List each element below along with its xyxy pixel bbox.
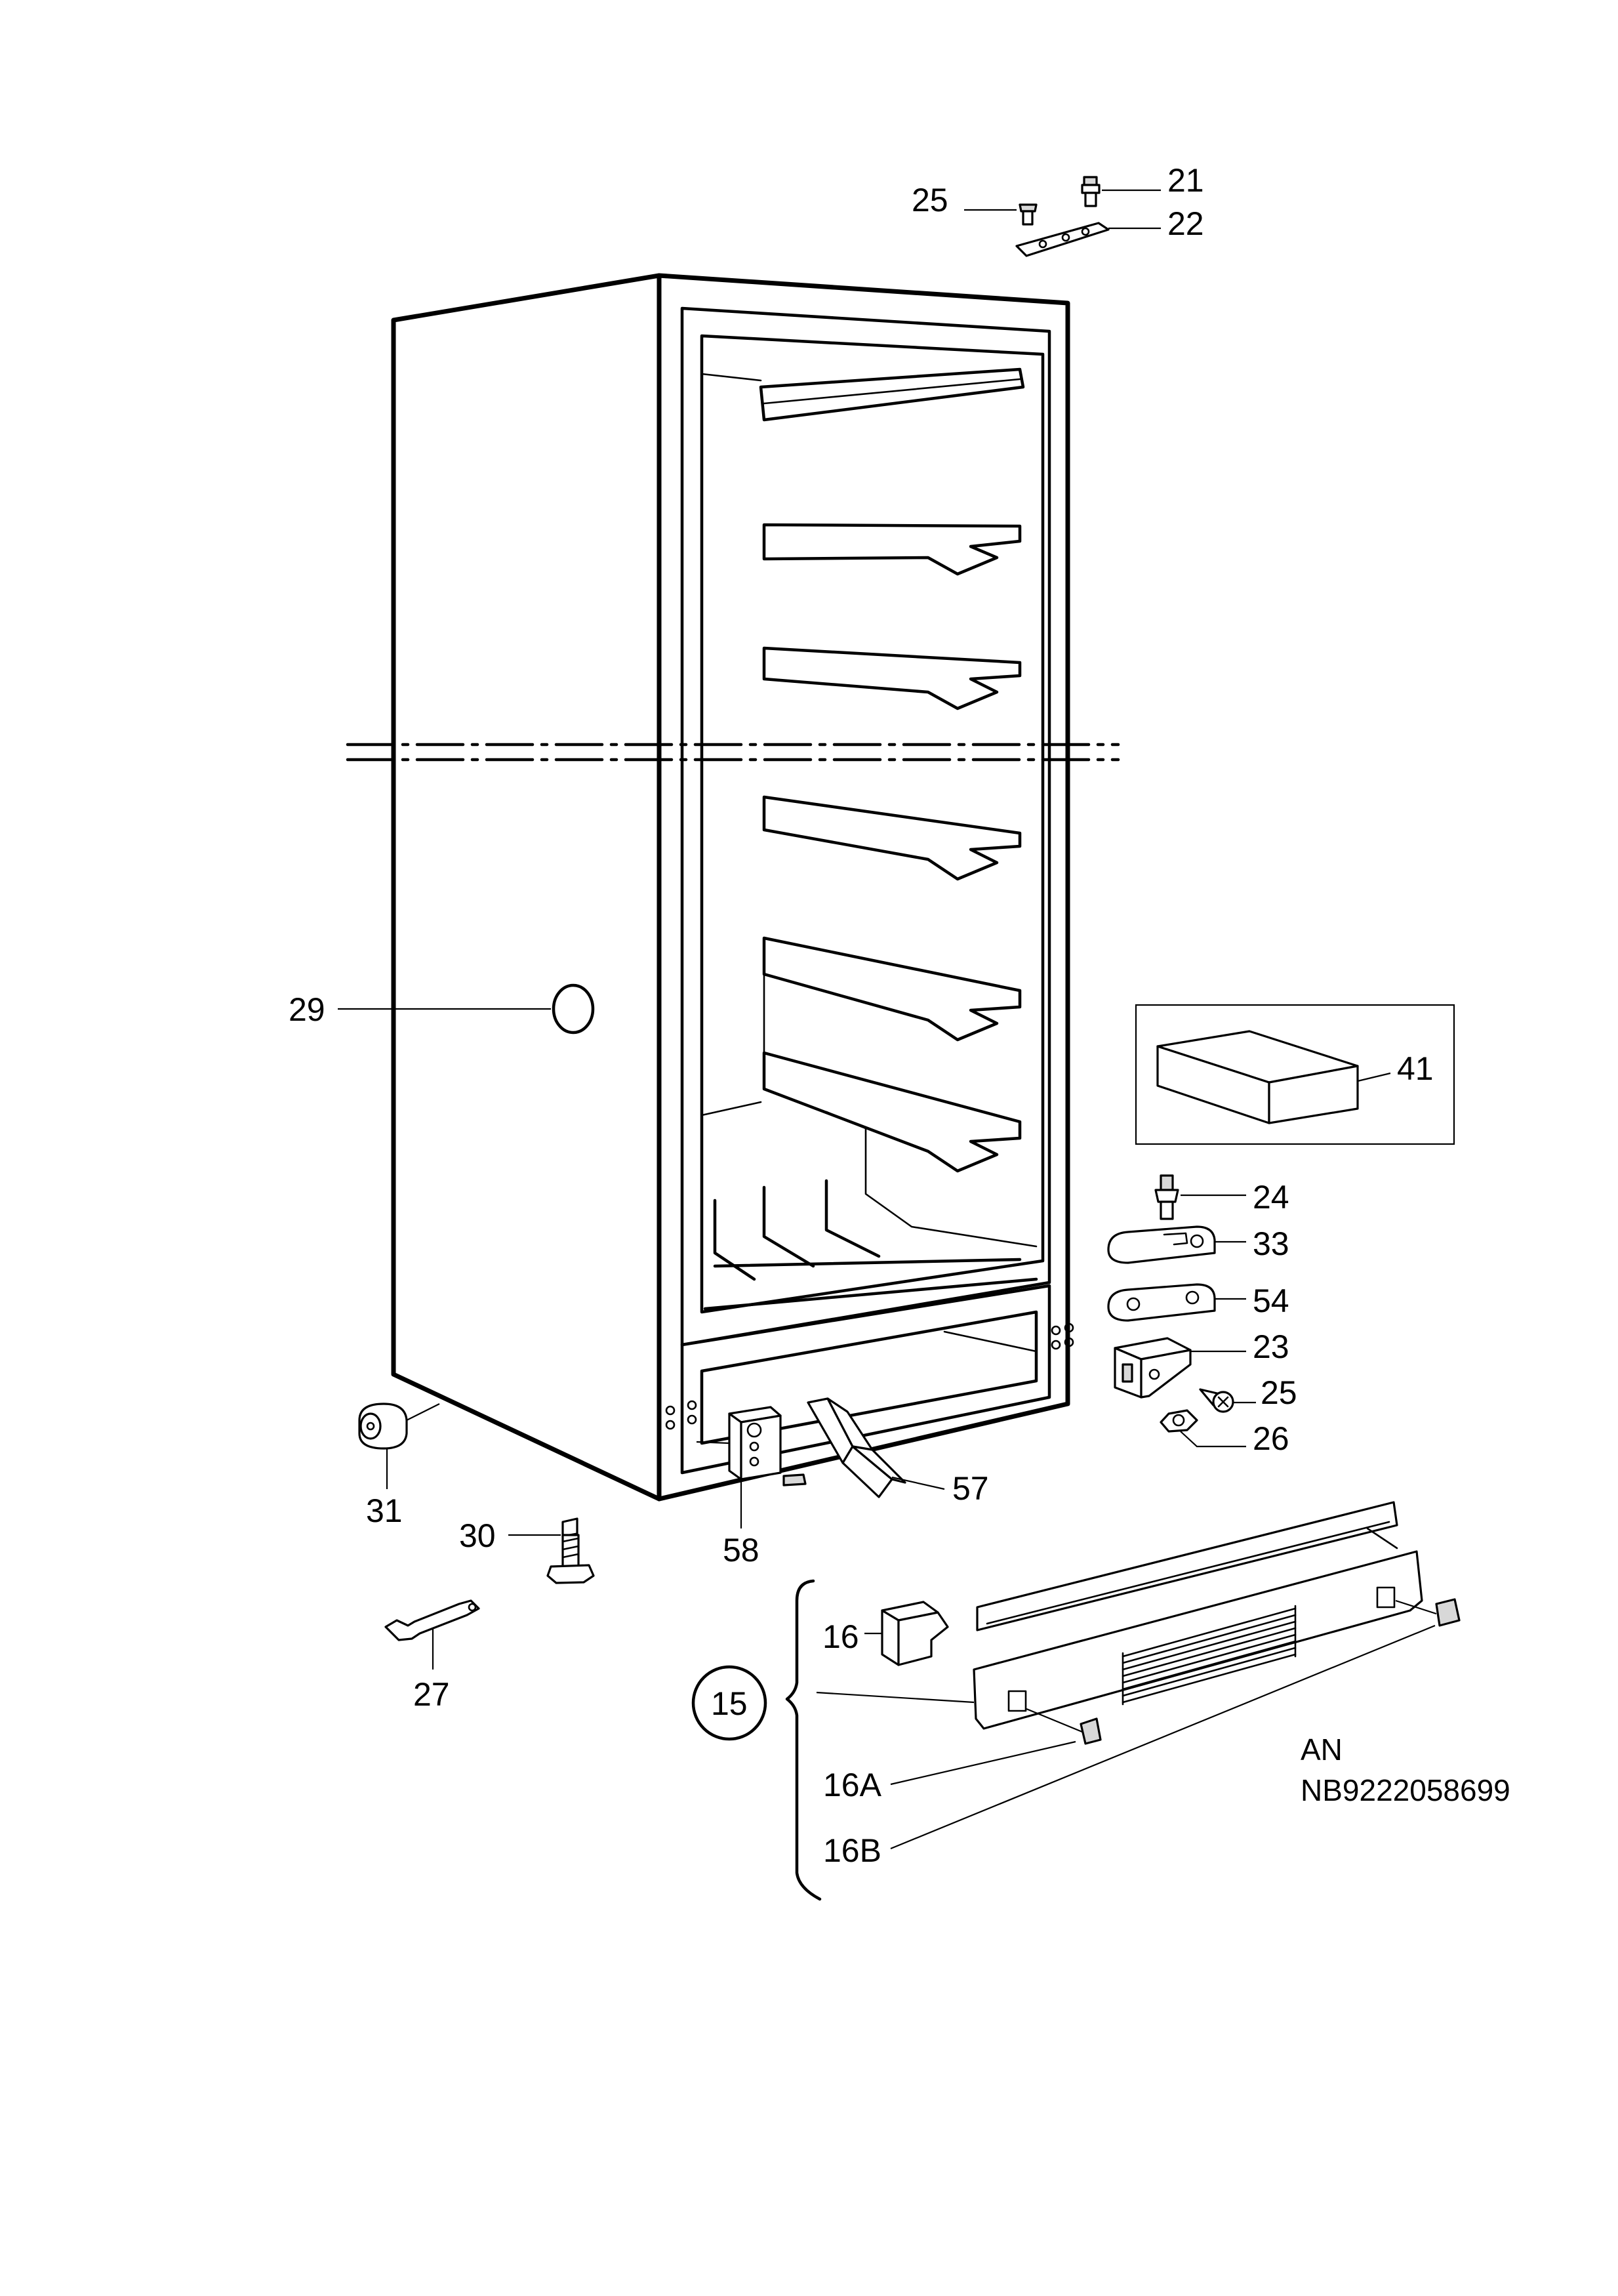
part-25-screw-mid bbox=[1199, 1388, 1234, 1413]
callout-24: 24 bbox=[1253, 1179, 1289, 1216]
doc-code-line1: AN bbox=[1301, 1732, 1343, 1767]
callout-16b: 16B bbox=[823, 1832, 881, 1869]
part-41-block bbox=[1156, 1030, 1359, 1124]
part-23-bracket bbox=[1114, 1337, 1192, 1399]
callout-33: 33 bbox=[1253, 1225, 1289, 1262]
callout-31: 31 bbox=[366, 1492, 403, 1529]
part-16b-cap bbox=[1435, 1598, 1461, 1627]
doc-code-line2: NB9222058699 bbox=[1301, 1773, 1510, 1807]
kick-plate-trim bbox=[976, 1501, 1398, 1631]
callout-16a: 16A bbox=[823, 1767, 882, 1803]
callout-58: 58 bbox=[723, 1532, 759, 1568]
part-24-pin bbox=[1154, 1174, 1179, 1220]
part-16a-cap bbox=[1080, 1717, 1102, 1745]
callout-25-mid: 25 bbox=[1261, 1374, 1297, 1411]
shelf-rails bbox=[700, 367, 1038, 1311]
part-57-foot bbox=[807, 1397, 906, 1498]
callout-57: 57 bbox=[952, 1470, 989, 1507]
part-33-plate bbox=[1107, 1225, 1216, 1264]
part-58-hinge bbox=[728, 1406, 807, 1486]
part-30-foot bbox=[546, 1517, 595, 1584]
part-54-plate bbox=[1107, 1283, 1216, 1322]
callout-22: 22 bbox=[1167, 205, 1204, 242]
callout-16: 16 bbox=[822, 1618, 859, 1655]
cabinet-body bbox=[346, 273, 1120, 1502]
callout-30: 30 bbox=[459, 1517, 496, 1554]
part-29-cap bbox=[552, 983, 595, 1035]
part-27-wrench bbox=[384, 1599, 480, 1641]
callout-29: 29 bbox=[289, 991, 325, 1028]
part-41-frame bbox=[1135, 1004, 1455, 1145]
kick-plate-grille bbox=[973, 1550, 1423, 1730]
callout-15-circle bbox=[691, 1665, 767, 1741]
callout-23: 23 bbox=[1253, 1328, 1289, 1365]
part-31-roller bbox=[358, 1403, 408, 1450]
part-16-clip bbox=[881, 1601, 949, 1666]
callout-21: 21 bbox=[1167, 162, 1204, 199]
callout-27: 27 bbox=[413, 1676, 450, 1713]
callout-41: 41 bbox=[1397, 1050, 1434, 1087]
brace-15 bbox=[785, 1579, 822, 1901]
callout-15: 15 bbox=[711, 1685, 748, 1722]
part-26-nut bbox=[1160, 1409, 1198, 1433]
callout-54: 54 bbox=[1253, 1282, 1289, 1319]
callout-25-top: 25 bbox=[912, 182, 948, 218]
top-hinge-parts bbox=[1015, 176, 1110, 257]
callout-26: 26 bbox=[1253, 1420, 1289, 1457]
